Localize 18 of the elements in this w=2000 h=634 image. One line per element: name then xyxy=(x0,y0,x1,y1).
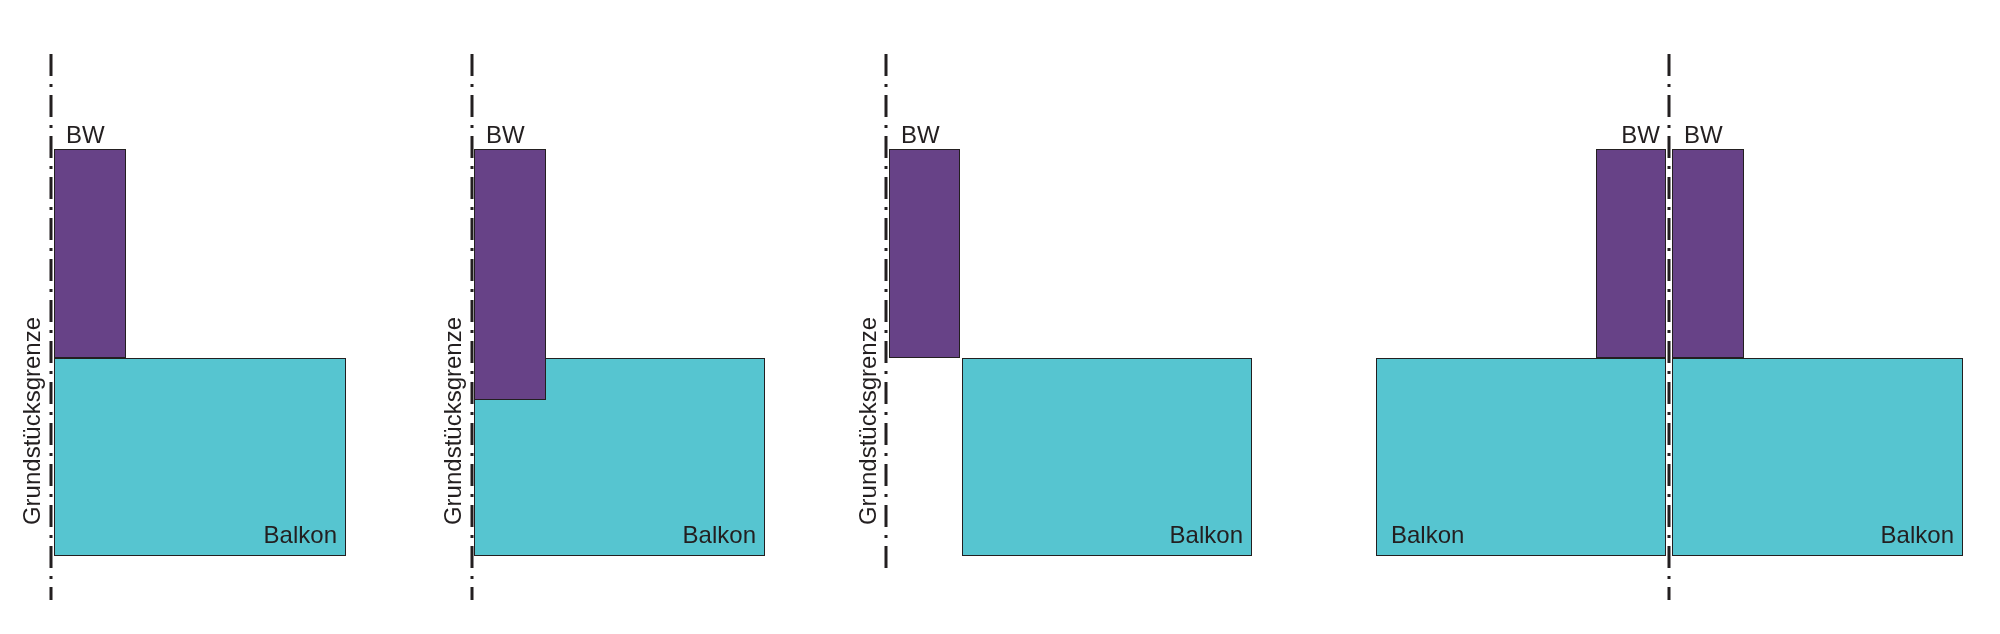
wall-label: BW xyxy=(66,123,105,147)
balcony-block xyxy=(54,358,346,556)
wall-label: BW xyxy=(1621,123,1660,147)
balcony-block xyxy=(1672,358,1963,556)
boundary-label: Grundstücksgrenze xyxy=(441,316,465,526)
balcony-block xyxy=(962,358,1252,556)
wall-label: BW xyxy=(901,123,940,147)
wall-label: BW xyxy=(486,123,525,147)
balcony-label: Balkon xyxy=(1391,523,1465,547)
boundary-label: Grundstücksgrenze xyxy=(856,316,880,526)
balcony-block xyxy=(1376,358,1666,556)
boundary-label: Grundstücksgrenze xyxy=(20,316,44,526)
balcony-label: Balkon xyxy=(1169,523,1243,547)
balcony-label: Balkon xyxy=(263,523,337,547)
wall-label: BW xyxy=(1684,123,1723,147)
balcony-label: Balkon xyxy=(682,523,756,547)
balcony-block xyxy=(474,358,765,556)
balcony-label: Balkon xyxy=(1880,523,1954,547)
